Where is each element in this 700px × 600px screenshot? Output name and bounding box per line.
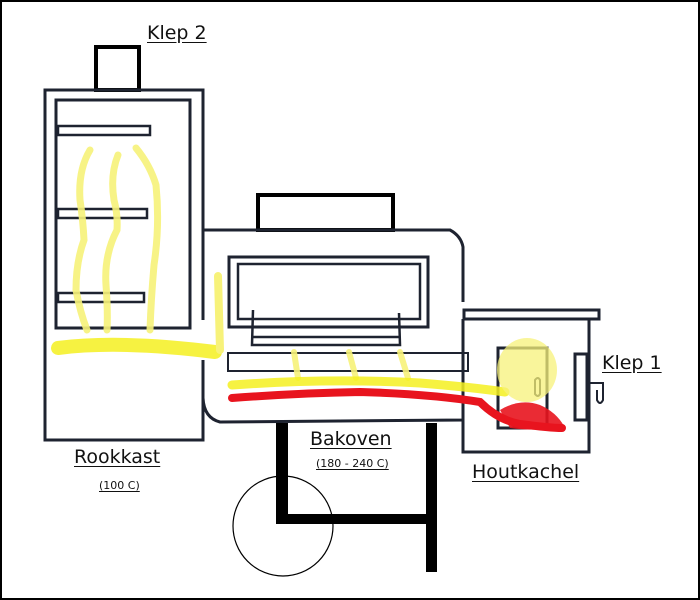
rookkast-cabinet	[43, 45, 205, 442]
bakoven-body	[201, 193, 469, 424]
stand	[232, 423, 437, 577]
oven-wisp-3	[397, 349, 411, 381]
rack-1	[56, 124, 152, 137]
smoke-channel	[51, 337, 222, 359]
label-bakoven: Bakoven	[310, 428, 392, 450]
chimney-klep-2	[94, 45, 141, 92]
label-klep-2: Klep 2	[147, 22, 207, 44]
leg-left	[276, 423, 288, 524]
smoke-wisp-2	[102, 151, 122, 334]
fire-flame	[500, 402, 564, 430]
klep-1-damper	[573, 352, 589, 422]
oven-door-outer	[227, 255, 430, 329]
oven-door-inner	[236, 262, 422, 321]
heat-flow-yellow	[227, 376, 510, 397]
firebox-lid	[462, 308, 601, 321]
wheel	[232, 475, 334, 577]
label-bakoven-temp: (180 - 240 C)	[316, 457, 389, 470]
smoke-trails	[72, 144, 411, 381]
rookkast-inner	[54, 98, 192, 330]
rookkast-outer	[43, 88, 205, 442]
label-rookkast-temp: (100 C)	[99, 479, 140, 492]
oven-rack-bracket	[250, 309, 402, 347]
oven-wisp-1	[291, 349, 301, 381]
label-klep-1: Klep 1	[602, 352, 662, 374]
rack-2	[56, 207, 149, 220]
smoke-rise	[214, 272, 224, 354]
leg-right	[426, 423, 437, 572]
leg-bar	[276, 514, 433, 524]
rack-3	[56, 291, 146, 304]
label-rookkast: Rookkast	[74, 446, 161, 468]
oven-wisp-2	[346, 349, 359, 381]
klep-1-handle	[589, 382, 604, 404]
bakoven-handle	[256, 193, 395, 232]
label-houtkachel: Houtkachel	[472, 461, 580, 483]
smoke-wisp-1	[72, 146, 94, 334]
fire-glow	[497, 338, 557, 402]
smoke-wisp-3	[132, 144, 162, 334]
bakoven-outline	[201, 228, 465, 424]
